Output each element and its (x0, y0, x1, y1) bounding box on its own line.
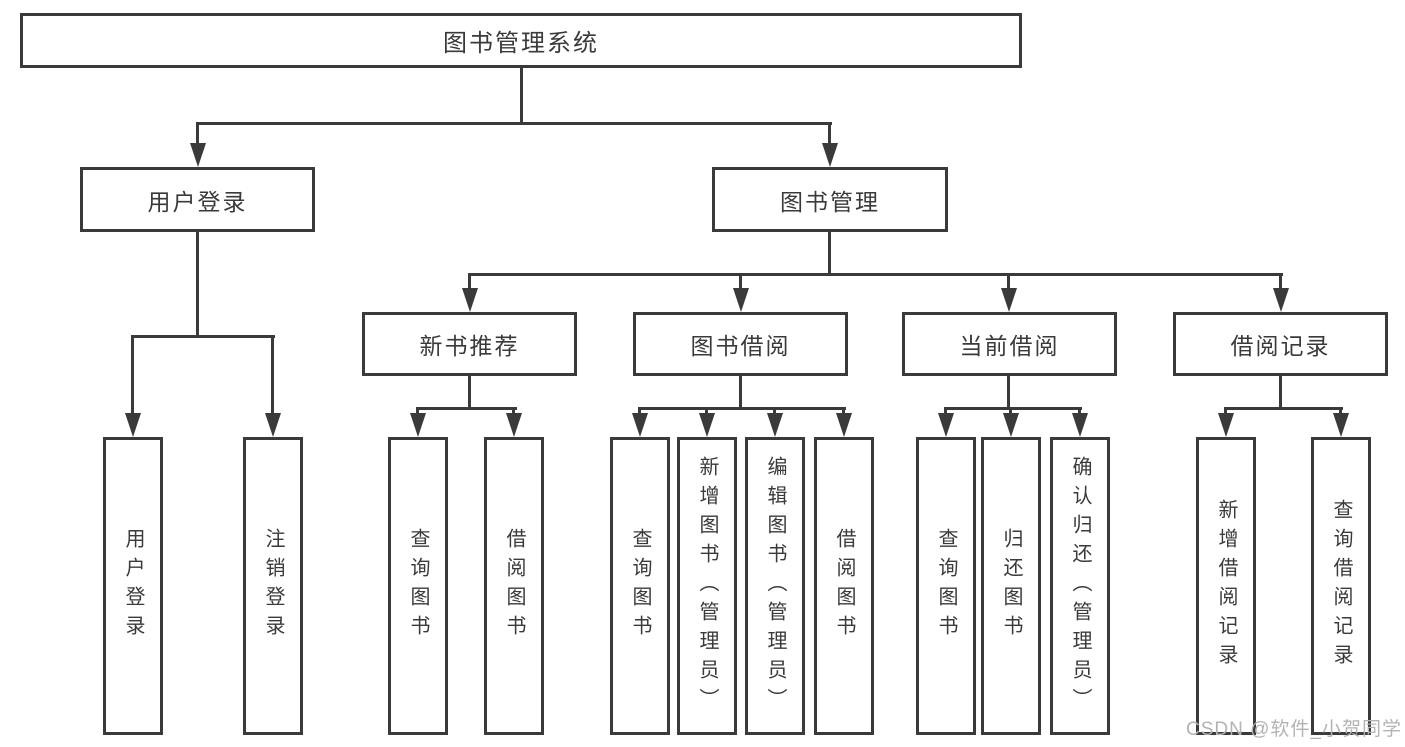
connector-root-stem (520, 68, 523, 124)
arrowhead-book-mgmt (822, 143, 838, 167)
arrowhead-logout (265, 413, 281, 437)
arrowhead-leaf (506, 413, 522, 437)
leaf-edit-books-admin: 编辑图书（管理员） (745, 437, 805, 735)
arrowhead-current-borrow (1001, 288, 1017, 312)
connector-user-login-stem (196, 232, 199, 338)
connector-drop-leaf (1339, 407, 1342, 417)
connector-rail-borrow-records (1224, 407, 1343, 410)
node-book-borrowing: 图书借阅 (633, 312, 848, 376)
connector-stem-new-books (468, 376, 471, 410)
connector-drop-leaf (1224, 407, 1227, 417)
connector-drop-leaf (1078, 407, 1081, 417)
connector-drop-borrow-records (1279, 273, 1282, 291)
connector-drop-book-mgmt (828, 122, 831, 146)
node-new-book-recommend: 新书推荐 (362, 312, 577, 376)
arrowhead-leaf (699, 413, 715, 437)
csdn-watermark: CSDN @软件_小贺同学 (1186, 719, 1402, 740)
arrowhead-book-borrow (733, 288, 749, 312)
leaf-query-books-recommend: 查询图书 (388, 437, 448, 735)
leaf-borrow-books-borrowing: 借阅图书 (814, 437, 874, 735)
leaf-confirm-return-admin: 确认归还（管理员） (1050, 437, 1110, 735)
connector-drop-logout (271, 335, 274, 415)
connector-root-rail (196, 122, 832, 125)
connector-drop-leaf (512, 407, 515, 417)
leaf-return-books: 归还图书 (981, 437, 1041, 735)
leaf-logout: 注销登录 (243, 437, 303, 735)
arrowhead-login (125, 413, 141, 437)
connector-drop-current-borrow (1007, 273, 1010, 291)
arrowhead-leaf (1003, 413, 1019, 437)
connector-drop-user-login (196, 122, 199, 146)
arrowhead-leaf (836, 413, 852, 437)
connector-book-mgmt-rail (468, 273, 1283, 276)
leaf-query-books-current: 查询图书 (916, 437, 976, 735)
leaf-borrow-books-recommend: 借阅图书 (484, 437, 544, 735)
node-user-login-branch: 用户登录 (80, 167, 315, 232)
connector-book-mgmt-stem (828, 232, 831, 276)
leaf-add-borrow-record: 新增借阅记录 (1196, 437, 1256, 735)
node-book-management-branch: 图书管理 (712, 167, 948, 232)
connector-stem-borrow-records (1279, 376, 1282, 410)
connector-stem-book-borrow (739, 376, 742, 410)
arrowhead-leaf (410, 413, 426, 437)
leaf-add-books-admin: 新增图书（管理员） (677, 437, 737, 735)
connector-drop-leaf (944, 407, 947, 417)
connector-drop-leaf (416, 407, 419, 417)
connector-stem-current-borrow (1007, 376, 1010, 410)
connector-drop-leaf (705, 407, 708, 417)
connector-rail-new-books (416, 407, 517, 410)
arrowhead-borrow-records (1273, 288, 1289, 312)
arrowhead-user-login (190, 143, 206, 167)
connector-drop-leaf (773, 407, 776, 417)
arrowhead-leaf (938, 413, 954, 437)
arrowhead-leaf (1218, 413, 1234, 437)
arrowhead-leaf (767, 413, 783, 437)
connector-drop-leaf (1009, 407, 1012, 417)
arrowhead-leaf (1333, 413, 1349, 437)
connector-user-login-rail (131, 335, 275, 338)
connector-drop-login (131, 335, 134, 415)
connector-drop-leaf (842, 407, 845, 417)
connector-rail-book-borrow (638, 407, 846, 410)
arrowhead-new-books (462, 288, 478, 312)
connector-drop-new-books (468, 273, 471, 291)
node-borrowing-records: 借阅记录 (1173, 312, 1388, 376)
node-root-library-system: 图书管理系统 (20, 13, 1022, 68)
leaf-query-borrow-record: 查询借阅记录 (1311, 437, 1371, 735)
connector-drop-book-borrow (739, 273, 742, 291)
leaf-user-login: 用户登录 (103, 437, 163, 735)
node-current-borrowing: 当前借阅 (902, 312, 1117, 376)
arrowhead-leaf (632, 413, 648, 437)
arrowhead-leaf (1072, 413, 1088, 437)
leaf-query-books-borrowing: 查询图书 (610, 437, 670, 735)
connector-rail-current-borrow (944, 407, 1082, 410)
connector-drop-leaf (638, 407, 641, 417)
